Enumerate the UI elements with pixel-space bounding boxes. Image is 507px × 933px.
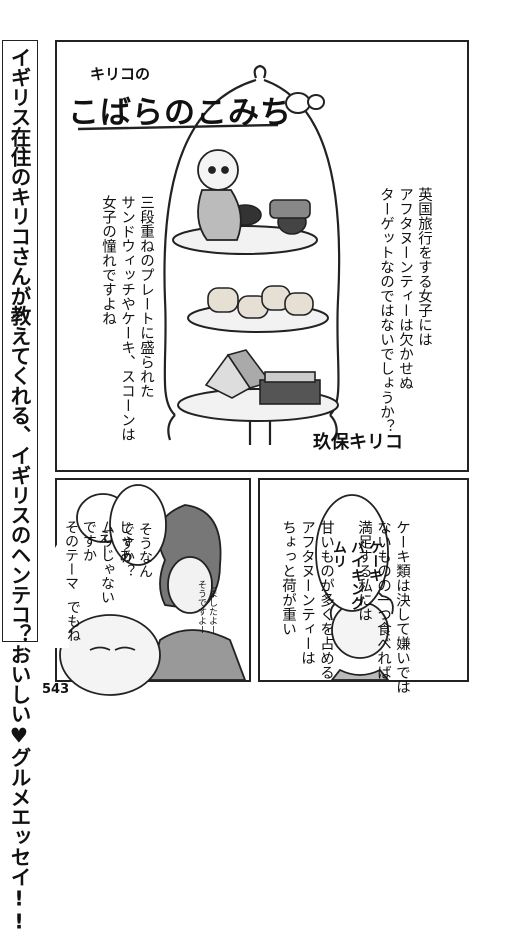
bubble-e: えー	[95, 498, 131, 558]
speech-bubbles	[55, 484, 389, 648]
bubble-cake-viking-line-3: ムリ	[331, 540, 347, 568]
bubble-jaa-line-1: じゃあ	[117, 520, 133, 562]
sandwiches	[204, 349, 321, 405]
caption-right-line-2: アフタヌーンティーは欠かせぬ	[397, 187, 413, 390]
caption-right-line-3: ターゲットなのではないでしょうか？	[378, 187, 394, 434]
panel2-caption-line-7: ちょっと荷が重い	[280, 520, 296, 636]
bubble-jaa: じゃあ ムリじゃない ですか そのテーマ	[62, 488, 152, 604]
bubble-jaa-line-2: ムリじゃない	[99, 520, 115, 604]
caption-left-line-3: 女子の憧れですよね	[100, 195, 116, 326]
bubble-cake-viking: ケーキ バイキング ムリ	[330, 508, 402, 610]
bubble-jaa-line-4: そのテーマ	[63, 520, 79, 590]
woman-character	[148, 504, 247, 681]
panel2-caption-line-5: 甘いものが多くを占める	[318, 520, 334, 680]
small-text-line-1: しましたよー	[207, 580, 217, 634]
bubble-sou-line-2: ですか？	[119, 522, 135, 578]
manga-illustration	[55, 64, 394, 696]
bald-figure	[59, 614, 161, 696]
panel2-caption-line-6: アフタヌーンティーは	[299, 520, 315, 665]
caption-left-line-1: 三段重ねのプレートに盛られた	[138, 195, 154, 398]
logo-decoration	[77, 92, 325, 131]
bubble-cake-viking-line-1: ケーキ	[367, 540, 383, 582]
caption-right-line-1: 英国旅行をする女子には	[416, 187, 432, 347]
text-demo-line-1: でもね	[65, 600, 81, 642]
small-text-line-2: そうですよー	[196, 580, 206, 634]
caption-left: 三段重ねのプレートに盛られた サンドウィッチやケーキ、スコーンは 女子の憧れです…	[98, 163, 174, 442]
bubble-sou: そうなん ですか？	[118, 490, 172, 578]
panel2-caption-line-1: ケーキ類は決して嫌いでは	[394, 520, 410, 694]
bubble-cake-viking-line-2: バイキング	[349, 540, 365, 610]
bubble-e-line-1: えー	[96, 530, 112, 558]
baby-character	[197, 149, 242, 241]
caption-right: 英国旅行をする女子には アフタヌーンティーは欠かせぬ ターゲットなのではないでし…	[376, 155, 452, 434]
small-text: しましたよー そうですよー	[195, 560, 228, 634]
scones	[207, 285, 314, 319]
title-main: こばらのこみち	[68, 95, 292, 131]
bubble-sou-line-1: そうなん	[137, 522, 153, 578]
text-demo: でもね	[64, 568, 100, 642]
caption-left-line-2: サンドウィッチやケーキ、スコーンは	[119, 195, 135, 442]
title-small: キリコの	[90, 65, 151, 83]
panel2-caption-line-2: ないものの一つ食べれば	[375, 520, 391, 680]
author-name: 玖保キリコ	[313, 432, 403, 453]
panel2-caption-line-3: 満足する私には	[356, 520, 372, 622]
panel2-caption: ケーキ類は決して嫌いでは ないものの一つ食べれば 満足する私には 甘いものが多く…	[278, 488, 430, 694]
page-number: 543	[42, 682, 70, 697]
bubble-jaa-line-3: ですか	[81, 520, 97, 562]
